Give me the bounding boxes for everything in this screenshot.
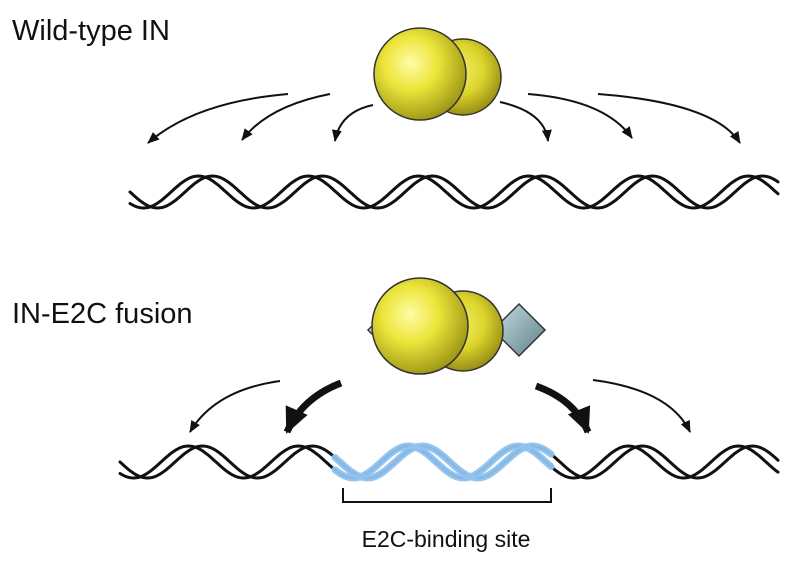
top-arrow-3 <box>331 104 374 142</box>
bottom-arrow-left-thick <box>283 379 343 434</box>
protein-front-sphere-icon <box>373 27 467 121</box>
top-arrow-5 <box>527 93 633 139</box>
top-arrow-4 <box>499 101 552 142</box>
top-dna-strand-b <box>128 174 780 210</box>
bottom-panel-title: IN-E2C fusion <box>12 298 193 330</box>
fusion-protein-front-sphere-icon <box>371 277 469 375</box>
wild-type-integrase-dimer <box>373 27 502 121</box>
bottom-dna-helix <box>118 442 780 482</box>
binding-site-bracket <box>342 488 552 503</box>
bottom-integration-arrows <box>189 379 691 434</box>
top-integration-arrows <box>147 93 741 144</box>
top-arrow-6 <box>597 93 741 144</box>
binding-site-label: E2C-binding site <box>362 526 531 552</box>
top-panel-title: Wild-type IN <box>12 15 170 47</box>
top-dna-helix <box>128 174 780 210</box>
right-e2c-domain-icon <box>498 302 547 358</box>
binding-site-strand-b <box>331 442 555 482</box>
top-arrow-1 <box>147 93 289 144</box>
bottom-arrow-left-thin <box>189 380 281 433</box>
fusion-protein <box>366 277 547 375</box>
top-arrow-2 <box>241 93 331 141</box>
binding-site-strand-a <box>331 442 555 482</box>
bottom-arrow-right-thick <box>534 382 592 434</box>
top-dna-strand-a <box>128 174 780 210</box>
bottom-arrow-right-thin <box>592 379 691 433</box>
